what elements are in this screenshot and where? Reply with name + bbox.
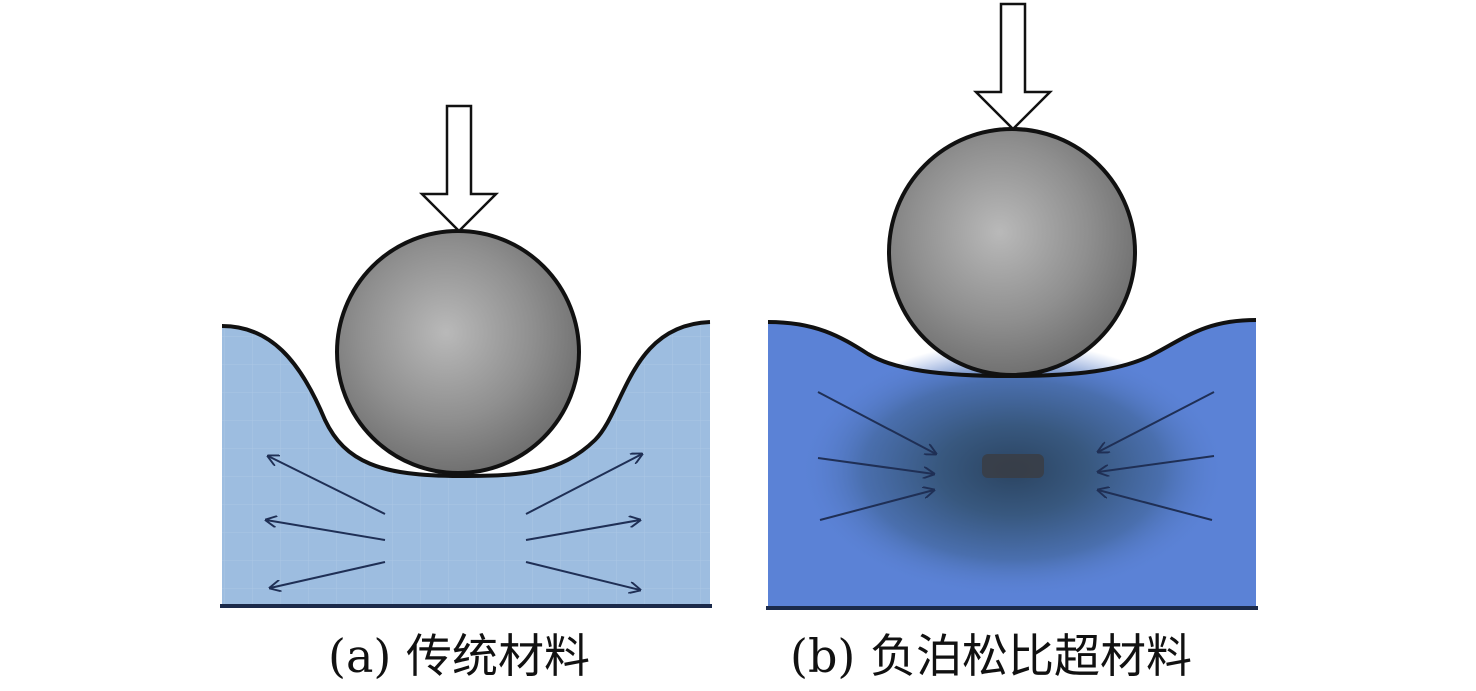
- strain-arrow-left-middle: [266, 520, 386, 541]
- material-top-surface-a: [221, 320, 711, 479]
- caption-auxetic-metamaterial: (b) 负泊松比超材料: [790, 629, 1192, 683]
- sphere-indenter-b: [887, 127, 1137, 377]
- sphere-indenter-a: [335, 229, 581, 475]
- strain-arrow-right-lower: [525, 561, 640, 590]
- strain-arrow-right-middle: [1098, 455, 1215, 472]
- strain-arrow-right-middle: [525, 520, 640, 541]
- caption-traditional-material: (a) 传统材料: [328, 629, 590, 683]
- down-arrow-icon: [972, 2, 1054, 131]
- down-arrow-icon: [418, 104, 500, 233]
- densified-zone: [982, 454, 1044, 478]
- strain-arrow-left-middle: [817, 457, 934, 474]
- strain-arrow-left-upper: [268, 456, 386, 515]
- strain-arrow-right-upper: [1098, 391, 1215, 452]
- inward-arrows: [817, 391, 1215, 521]
- outward-arrows: [266, 454, 642, 590]
- strain-arrow-right-upper: [525, 454, 642, 515]
- strain-arrow-left-lower: [270, 561, 386, 588]
- material-grid-texture: [222, 322, 710, 606]
- strain-arrow-left-lower: [819, 490, 934, 521]
- strain-arrow-right-lower: [1098, 490, 1213, 521]
- panel-b: [766, 2, 1258, 610]
- panel-a: [220, 104, 712, 608]
- strain-arrow-left-upper: [817, 391, 936, 454]
